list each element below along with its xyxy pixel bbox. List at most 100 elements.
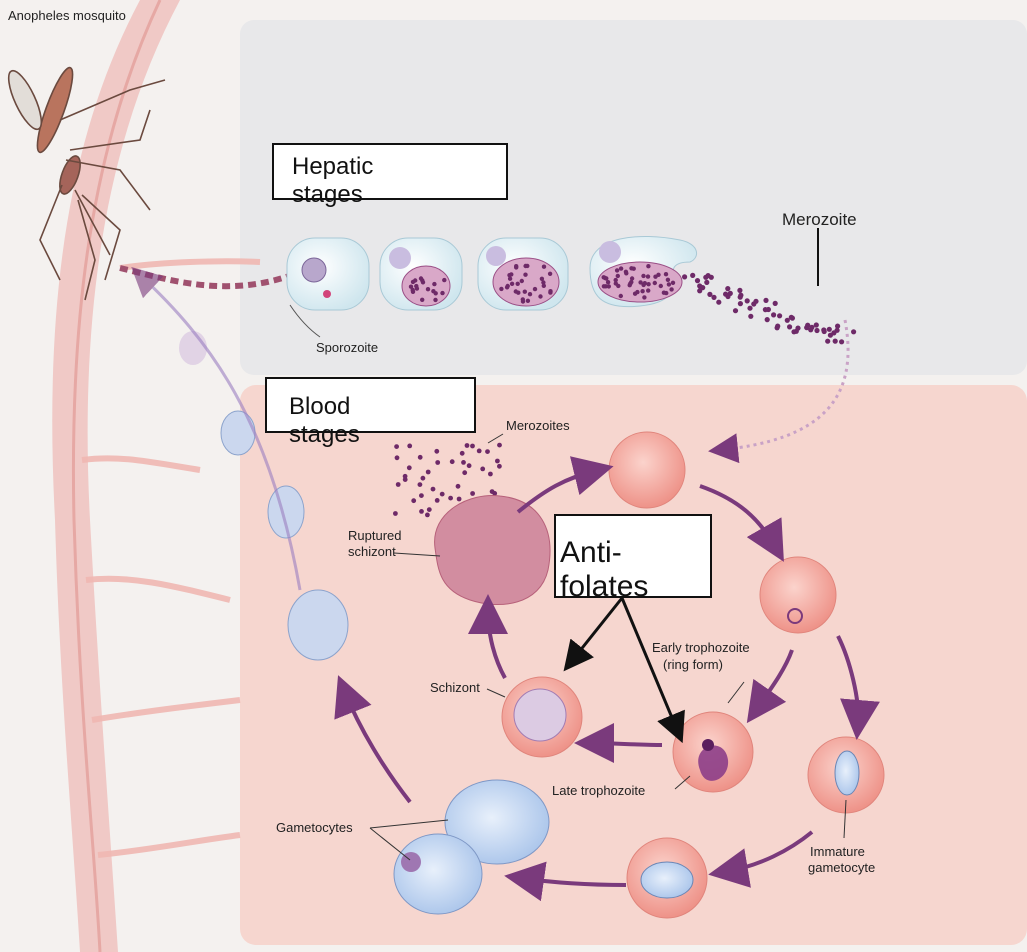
parasite-dot bbox=[602, 284, 606, 288]
late-trophozoite-label: Late trophozoite bbox=[552, 783, 645, 798]
parasite-dot bbox=[723, 292, 728, 297]
parasite-dot bbox=[411, 498, 416, 503]
parasite-dot bbox=[457, 497, 462, 502]
parasite-dot bbox=[704, 280, 709, 285]
hepatocyte-1 bbox=[287, 238, 369, 310]
parasite-dot bbox=[624, 271, 628, 275]
parasite-dot bbox=[394, 444, 399, 449]
parasite-dot bbox=[419, 493, 424, 498]
parasite-dot bbox=[804, 325, 809, 330]
parasite-dot bbox=[827, 327, 832, 332]
parasite-dot bbox=[396, 482, 401, 487]
parasite-dot bbox=[822, 329, 827, 334]
parasite-dot bbox=[619, 294, 623, 298]
parasite-dot bbox=[753, 299, 758, 304]
parasite-dot bbox=[664, 272, 668, 276]
parasite-dot bbox=[656, 273, 660, 277]
parasite-dot bbox=[745, 298, 750, 303]
parasite-dot bbox=[616, 284, 620, 288]
merozoite-label: Merozoite bbox=[782, 210, 857, 229]
gametocytes-label: Gametocytes bbox=[276, 820, 353, 835]
parasite-dot bbox=[516, 282, 520, 286]
blood-stages-callout: Blood stages bbox=[265, 377, 476, 433]
parasite-dot bbox=[440, 492, 445, 497]
parasite-dot bbox=[411, 280, 415, 284]
parasite-dot bbox=[709, 275, 714, 280]
parasite-dot bbox=[480, 467, 485, 472]
parasite-dot bbox=[420, 298, 424, 302]
parasite-dot bbox=[488, 472, 493, 477]
parasite-dot bbox=[666, 278, 670, 282]
parasite-dot bbox=[407, 444, 412, 449]
parasite-dot bbox=[638, 280, 642, 284]
rbc-top bbox=[609, 432, 685, 508]
parasite-dot bbox=[839, 339, 844, 344]
parasite-dot bbox=[635, 290, 639, 294]
parasite-dot bbox=[775, 324, 780, 329]
parasite-dot bbox=[833, 339, 838, 344]
parasite-dot bbox=[738, 293, 743, 298]
parasite-dot bbox=[711, 295, 716, 300]
parasite-dot bbox=[664, 291, 668, 295]
parasite-dot bbox=[490, 489, 495, 494]
parasite-dot bbox=[787, 324, 792, 329]
parasite-dot bbox=[659, 284, 663, 288]
parasite-dot bbox=[700, 285, 705, 290]
parasite-dot bbox=[497, 443, 502, 448]
parasite-dot bbox=[465, 443, 470, 448]
capillaries bbox=[82, 261, 260, 855]
parasite-dot bbox=[669, 287, 673, 291]
parasite-dot bbox=[393, 511, 398, 516]
parasite-dot bbox=[738, 301, 743, 306]
parasite-dot bbox=[763, 298, 768, 303]
parasite-dot bbox=[415, 286, 419, 290]
parasite-dot bbox=[433, 298, 437, 302]
parasite-dot bbox=[695, 278, 700, 283]
parasite-dot bbox=[418, 455, 423, 460]
parasite-dot bbox=[725, 286, 730, 291]
parasite-dot bbox=[632, 267, 636, 271]
blood-stages-text: Blood stages bbox=[289, 393, 360, 449]
parasite-dot bbox=[434, 291, 438, 295]
hepatic-stages-callout: Hepatic stages bbox=[272, 143, 508, 200]
parasite-dot bbox=[426, 287, 430, 291]
parasite-dot bbox=[514, 264, 518, 268]
parasite-dot bbox=[765, 317, 770, 322]
schizont-label: Schizont bbox=[430, 680, 480, 695]
parasite-dot bbox=[831, 330, 836, 335]
parasite-dot bbox=[825, 339, 830, 344]
parasite-dot bbox=[467, 463, 472, 468]
rbc-schizont bbox=[502, 677, 582, 757]
parasite-dot bbox=[533, 287, 537, 291]
parasite-dot bbox=[495, 459, 500, 464]
parasite-dot bbox=[640, 289, 644, 293]
mosquito-label: Anopheles mosquito bbox=[8, 8, 126, 23]
parasite-dot bbox=[667, 282, 671, 286]
rbc-right bbox=[760, 557, 836, 633]
parasite-dot bbox=[403, 477, 408, 482]
ruptured-schizont-cell bbox=[435, 495, 550, 604]
parasite-dot bbox=[448, 496, 453, 501]
parasite-dot bbox=[628, 282, 632, 286]
parasite-dot bbox=[440, 291, 444, 295]
parasite-dot bbox=[814, 322, 819, 327]
parasite-dot bbox=[548, 290, 552, 294]
parasite-dot bbox=[450, 459, 455, 464]
parasite-dot bbox=[619, 266, 623, 270]
parasite-dot bbox=[616, 274, 620, 278]
parasite-dot bbox=[646, 288, 650, 292]
parasite-dot bbox=[432, 282, 436, 286]
merozoites-label: Merozoites bbox=[506, 418, 570, 433]
parasite-dot bbox=[733, 308, 738, 313]
parasite-dot bbox=[523, 290, 527, 294]
parasite-dot bbox=[435, 498, 440, 503]
parasite-dot bbox=[763, 307, 768, 312]
parasite-dot bbox=[395, 455, 400, 460]
parasite-dot bbox=[499, 287, 503, 291]
parasite-dot bbox=[477, 449, 482, 454]
antifolates-text: Anti-folates bbox=[560, 536, 710, 604]
parasite-dot bbox=[630, 276, 634, 280]
parasite-dot bbox=[521, 299, 525, 303]
